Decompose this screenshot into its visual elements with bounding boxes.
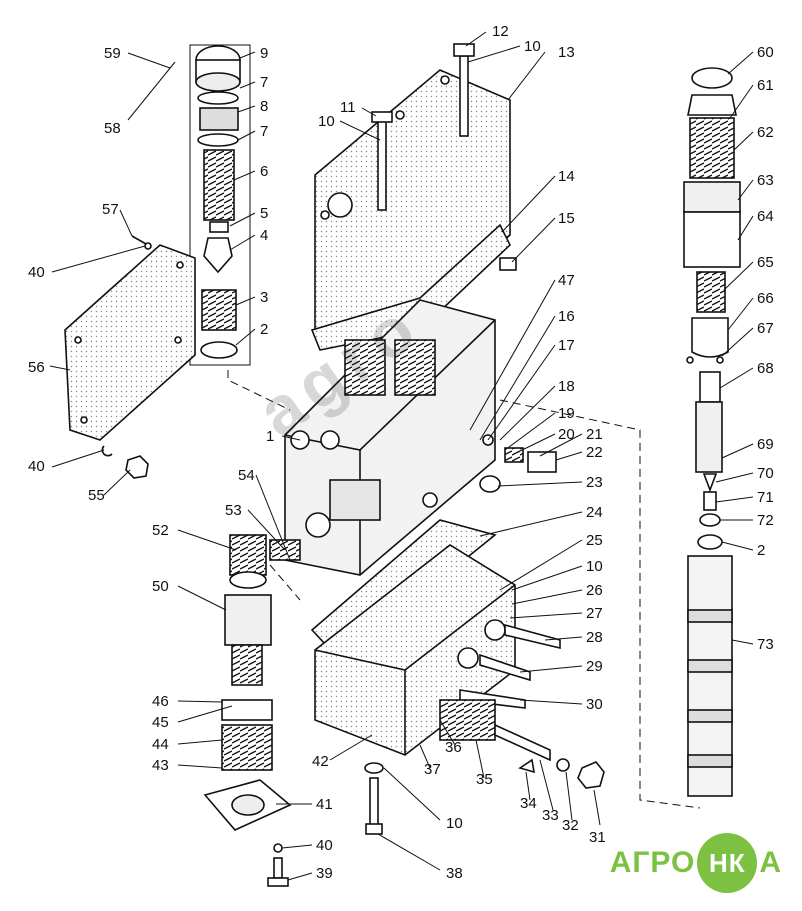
callout-54: 54 — [238, 467, 255, 484]
callout-58: 58 — [104, 120, 121, 137]
callout-28: 28 — [586, 629, 603, 646]
callout-63: 63 — [757, 172, 774, 189]
left-valve-stack — [189, 44, 251, 366]
callout-72: 72 — [757, 512, 774, 529]
callout-14: 14 — [558, 168, 575, 185]
callout-66: 66 — [757, 290, 774, 307]
callout-36: 36 — [445, 739, 462, 756]
callout-1: 1 — [266, 428, 274, 445]
callout-9: 9 — [260, 45, 268, 62]
left-lower-stack — [203, 534, 301, 887]
callout-29: 29 — [586, 658, 603, 675]
callout-10d: 10 — [446, 815, 463, 832]
leader-lines — [49, 31, 754, 881]
callout-60: 60 — [757, 44, 774, 61]
callout-40b: 40 — [28, 458, 45, 475]
assembly-guides — [227, 370, 701, 809]
callout-34: 34 — [520, 795, 537, 812]
callout-56: 56 — [28, 359, 45, 376]
right-side-fittings — [479, 434, 557, 493]
right-valve-stack — [683, 67, 741, 797]
callout-44: 44 — [152, 736, 169, 753]
callout-67: 67 — [757, 320, 774, 337]
callout-15: 15 — [558, 210, 575, 227]
callout-25: 25 — [586, 532, 603, 549]
callout-64: 64 — [757, 208, 774, 225]
callout-40c: 40 — [316, 837, 333, 854]
mounting-plate — [64, 244, 196, 441]
callout-46: 46 — [152, 693, 169, 710]
callout-2b: 2 — [757, 542, 765, 559]
callout-32: 32 — [562, 817, 579, 834]
callout-59: 59 — [104, 45, 121, 62]
callout-24: 24 — [586, 504, 603, 521]
callout-4: 4 — [260, 227, 268, 244]
callout-8: 8 — [260, 98, 268, 115]
callout-20: 20 — [558, 426, 575, 443]
callout-47: 47 — [558, 272, 575, 289]
callout-3: 3 — [260, 289, 268, 306]
callout-62: 62 — [757, 124, 774, 141]
callout-17: 17 — [558, 337, 575, 354]
top-bolts — [371, 43, 517, 271]
callout-7a: 7 — [260, 74, 268, 91]
callout-68: 68 — [757, 360, 774, 377]
callout-71: 71 — [757, 489, 774, 506]
callout-6: 6 — [260, 163, 268, 180]
logo-suffix: А — [759, 846, 782, 879]
callout-30: 30 — [586, 696, 603, 713]
callout-55: 55 — [88, 487, 105, 504]
callout-38: 38 — [446, 865, 463, 882]
lower-shafts-and-nuts — [439, 623, 605, 789]
agronka-logo: АГРО НК А — [610, 833, 782, 893]
callout-13: 13 — [558, 44, 575, 61]
callout-42: 42 — [312, 753, 329, 770]
callout-16: 16 — [558, 308, 575, 325]
callout-12: 12 — [492, 23, 509, 40]
callout-31: 31 — [589, 829, 606, 846]
callout-45: 45 — [152, 714, 169, 731]
callout-37: 37 — [424, 761, 441, 778]
callout-10a: 10 — [524, 38, 541, 55]
callout-69: 69 — [757, 436, 774, 453]
logo-badge-icon: НК — [697, 833, 758, 893]
callout-35: 35 — [476, 771, 493, 788]
callout-10b: 10 — [318, 113, 335, 130]
callout-21: 21 — [586, 426, 603, 443]
callout-33: 33 — [542, 807, 559, 824]
callout-41: 41 — [316, 796, 333, 813]
callout-73: 73 — [757, 636, 774, 653]
callout-2a: 2 — [260, 321, 268, 338]
callout-65: 65 — [757, 254, 774, 271]
lower-bolt — [364, 762, 384, 835]
callout-40a: 40 — [28, 264, 45, 281]
callout-5: 5 — [260, 205, 268, 222]
callout-39: 39 — [316, 865, 333, 882]
callout-57: 57 — [102, 201, 119, 218]
callout-10c: 10 — [586, 558, 603, 575]
callout-43: 43 — [152, 757, 169, 774]
callout-27: 27 — [586, 605, 603, 622]
callout-11: 11 — [340, 99, 356, 116]
callout-50: 50 — [152, 578, 169, 595]
callout-52: 52 — [152, 522, 169, 539]
callout-70: 70 — [757, 465, 774, 482]
callout-23: 23 — [586, 474, 603, 491]
callout-7b: 7 — [260, 123, 268, 140]
callout-53: 53 — [225, 502, 242, 519]
callout-61: 61 — [757, 77, 774, 94]
callout-26: 26 — [586, 582, 603, 599]
logo-prefix: АГРО — [609, 846, 696, 879]
callout-19: 19 — [558, 405, 575, 422]
callout-labels: 59 58 9 7 8 7 6 5 4 3 2 57 40 56 40 55 1… — [28, 23, 774, 882]
callout-18: 18 — [558, 378, 575, 395]
callout-22: 22 — [586, 444, 603, 461]
